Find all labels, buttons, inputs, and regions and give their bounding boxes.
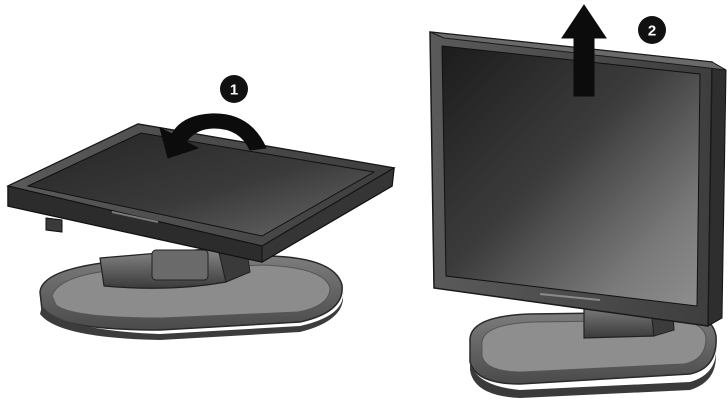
folded-monitor	[8, 124, 394, 340]
step-1-label: 1	[230, 82, 238, 99]
step-2-badge: 2	[638, 16, 666, 44]
step-1-badge: 1	[220, 75, 248, 103]
left-monitor-panel	[8, 124, 394, 262]
step-2-label: 2	[648, 23, 656, 40]
